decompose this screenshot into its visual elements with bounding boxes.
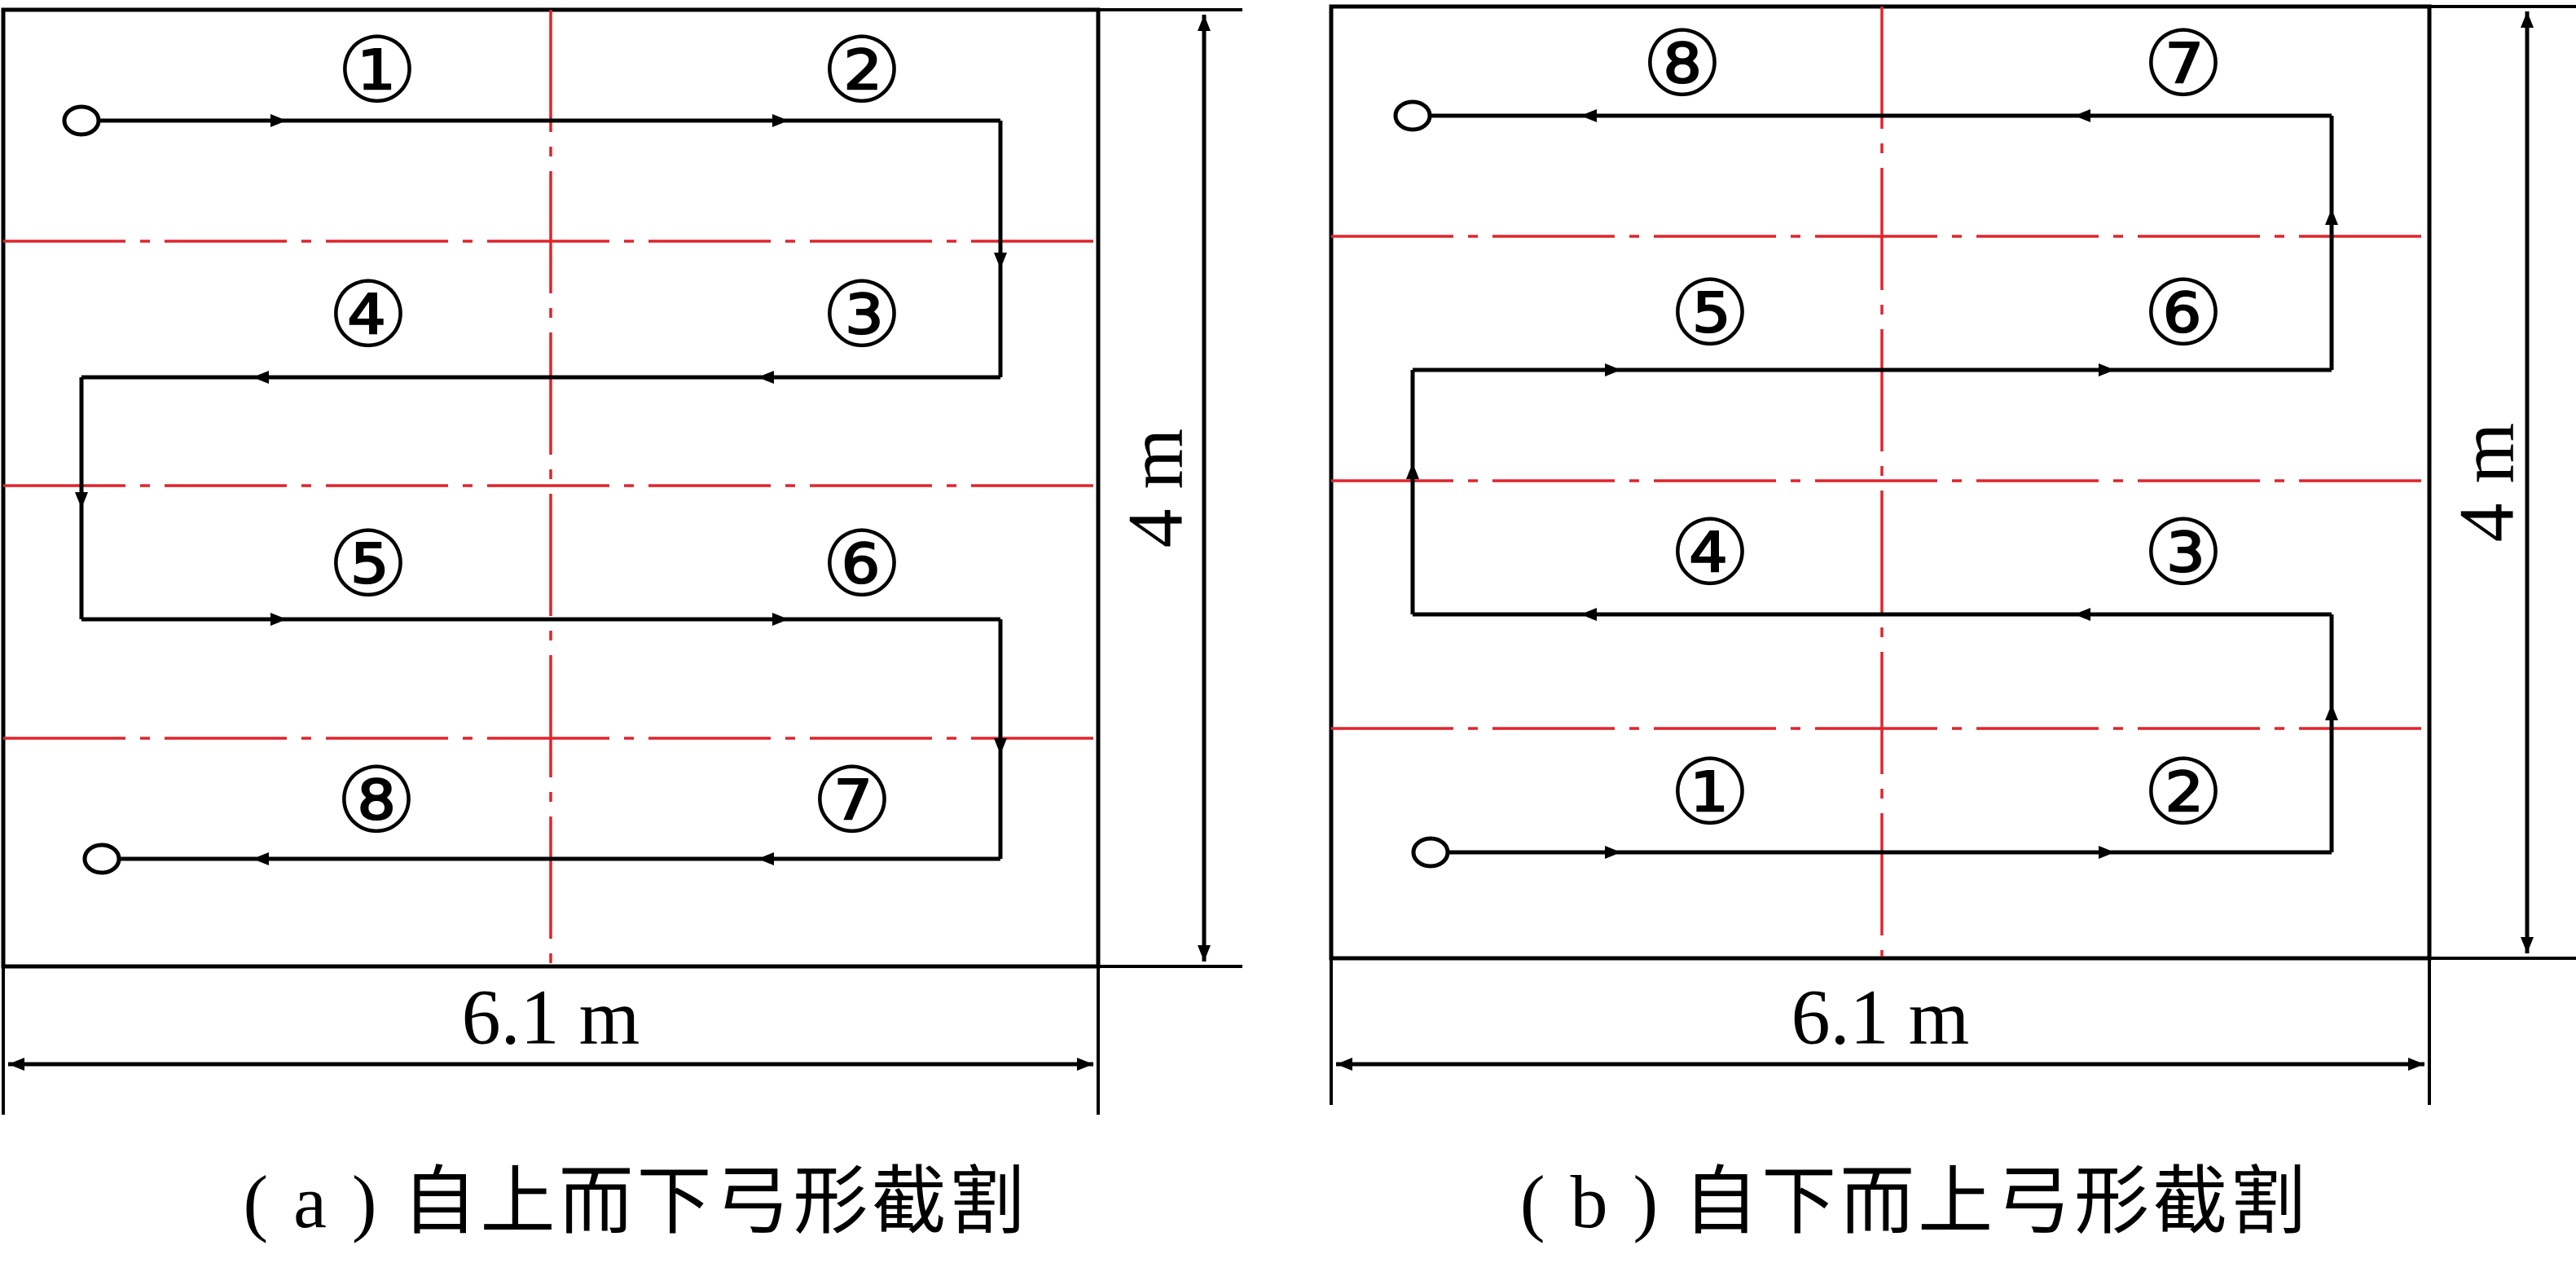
caption-a: ( a ) 自上而下弓形截割: [243, 1160, 1028, 1243]
segment-label-6: ⑥: [821, 515, 903, 616]
segment-label-2: ②: [2143, 743, 2224, 844]
frame: [1329, 4, 2432, 961]
end-point-circle: [82, 843, 121, 875]
segment-label-7: ⑦: [811, 751, 893, 852]
panel-b: ① ② ③ ④ ⑤ ⑥ ⑦ ⑧ 6.1 m 4 m: [1329, 4, 2576, 1105]
segment-label-6: ⑥: [2143, 264, 2224, 365]
segment-label-3: ③: [2143, 504, 2224, 605]
segment-label-2: ②: [821, 21, 903, 122]
segment-label-1: ①: [1669, 743, 1751, 844]
segment-label-3: ③: [821, 266, 903, 367]
width-dimension-label: 6.1 m: [462, 974, 640, 1061]
segment-label-5: ⑤: [1669, 264, 1751, 365]
cutting-path: [62, 104, 1007, 875]
segment-label-8: ⑧: [336, 751, 417, 852]
segment-label-4: ④: [327, 266, 409, 367]
cutting-path: [1393, 99, 2338, 869]
segment-label-1: ①: [336, 21, 418, 122]
panel-a: ① ② ③ ④ ⑤ ⑥ ⑦ ⑧ 6.1 m 4 m: [1, 7, 1242, 1115]
segment-label-5: ⑤: [327, 515, 409, 616]
segment-label-8: ⑧: [1642, 15, 1723, 116]
width-dimension-label: 6.1 m: [1791, 974, 1970, 1061]
start-point-circle: [1411, 836, 1450, 869]
height-dimension-label: 4 m: [2443, 423, 2530, 543]
end-point-circle: [1393, 99, 1432, 132]
start-point-circle: [62, 104, 101, 137]
segment-label-4: ④: [1669, 504, 1751, 605]
segment-label-7: ⑦: [2143, 15, 2224, 116]
height-dimension-label: 4 m: [1112, 429, 1199, 548]
caption-b: ( b ) 自下而上弓形截割: [1519, 1160, 2310, 1243]
